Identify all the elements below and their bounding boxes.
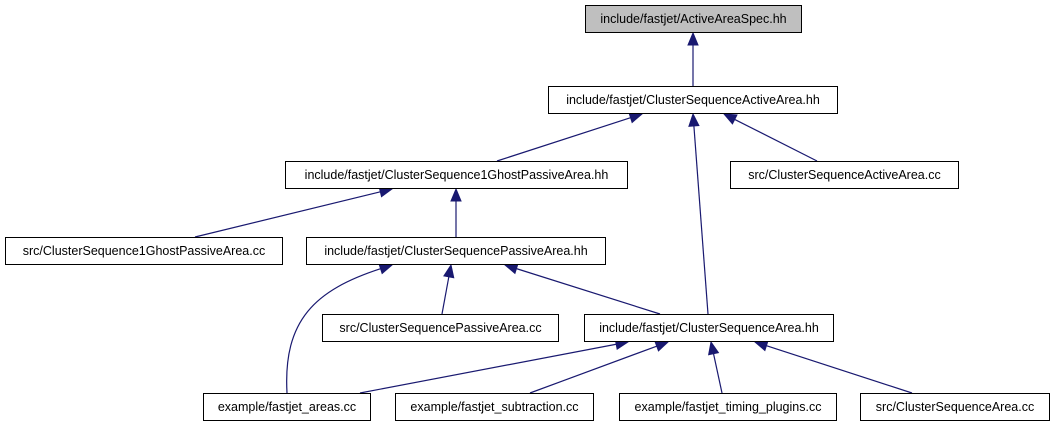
edge-passive-cc-to-passive-hh: [441, 263, 455, 315]
node-clustersequenceactivearea-hh[interactable]: include/fastjet/ClusterSequenceActiveAre…: [548, 86, 838, 114]
edge-1ghost-hh-to-activearea-hh-arrowhead: [628, 112, 644, 124]
edge-activearea-hh-to-activeareaspec: [687, 31, 699, 86]
edge-timing-cc-to-area-hh: [708, 340, 723, 394]
edge-passive-cc-to-passive-hh-arrowhead: [443, 263, 455, 279]
node-clustersequence1ghostpassivearea-hh[interactable]: include/fastjet/ClusterSequence1GhostPas…: [285, 161, 628, 189]
edge-passive-hh-to-1ghost-hh: [450, 187, 462, 237]
edge-passive-hh-to-1ghost-hh-arrowhead: [450, 187, 462, 202]
edge-activearea-cc-to-activearea-hh: [722, 113, 818, 162]
edge-1ghost-hh-to-activearea-hh: [496, 112, 644, 162]
edge-subtraction-cc-to-area-hh-line: [529, 345, 657, 394]
edge-area-cc-to-area-hh-arrowhead: [753, 340, 769, 352]
node-clustersequencepassivearea-hh[interactable]: include/fastjet/ClusterSequencePassiveAr…: [306, 237, 606, 265]
edge-timing-cc-to-area-hh-line: [712, 353, 723, 394]
edge-1ghost-hh-to-activearea-hh-line: [496, 117, 631, 162]
node-clustersequencearea-cc[interactable]: src/ClusterSequenceArea.cc: [860, 393, 1050, 421]
edge-passive-cc-to-passive-hh-line: [441, 276, 450, 315]
node-clustersequencearea-hh[interactable]: include/fastjet/ClusterSequenceArea.hh: [584, 314, 834, 342]
edge-area-hh-to-activearea-hh-arrowhead: [688, 112, 700, 127]
node-fastjet-subtraction-cc[interactable]: example/fastjet_subtraction.cc: [395, 393, 594, 421]
edge-areas-cc-to-passive-hh: [286, 263, 394, 394]
edge-areas-cc-to-passive-hh-line: [286, 268, 381, 394]
node-clustersequencepassivearea-cc[interactable]: src/ClusterSequencePassiveArea.cc: [322, 314, 559, 342]
edge-subtraction-cc-to-area-hh-arrowhead: [654, 340, 670, 352]
edge-1ghost-cc-to-1ghost-hh: [194, 186, 394, 238]
node-fastjet-areas-cc[interactable]: example/fastjet_areas.cc: [203, 393, 371, 421]
edge-areas-cc-to-area-hh-line: [359, 343, 617, 394]
node-fastjet-timing-plugins-cc[interactable]: example/fastjet_timing_plugins.cc: [619, 393, 837, 421]
node-activeareaspec-hh: include/fastjet/ActiveAreaSpec.hh: [585, 5, 802, 33]
edge-areas-cc-to-area-hh: [359, 338, 630, 394]
node-clustersequence1ghostpassivearea-cc[interactable]: src/ClusterSequence1GhostPassiveArea.cc: [5, 237, 283, 265]
edge-area-hh-to-activearea-hh-line: [693, 125, 709, 315]
edge-area-hh-to-passive-hh-line: [516, 268, 661, 315]
edge-area-hh-to-passive-hh: [503, 263, 661, 315]
edge-area-hh-to-activearea-hh: [688, 112, 709, 315]
edge-area-cc-to-area-hh: [753, 340, 913, 394]
edge-activearea-cc-to-activearea-hh-arrowhead: [722, 113, 738, 125]
edge-areas-cc-to-passive-hh-arrowhead: [378, 263, 394, 275]
edge-timing-cc-to-area-hh-arrowhead: [708, 340, 720, 356]
edge-area-cc-to-area-hh-line: [766, 345, 913, 394]
edge-area-hh-to-passive-hh-arrowhead: [503, 263, 519, 275]
edge-subtraction-cc-to-area-hh: [529, 340, 670, 394]
edge-1ghost-cc-to-1ghost-hh-line: [194, 191, 381, 238]
edge-activearea-cc-to-activearea-hh-line: [734, 118, 818, 162]
edge-activearea-hh-to-activeareaspec-arrowhead: [687, 31, 699, 46]
node-clustersequenceactivearea-cc[interactable]: src/ClusterSequenceActiveArea.cc: [730, 161, 959, 189]
